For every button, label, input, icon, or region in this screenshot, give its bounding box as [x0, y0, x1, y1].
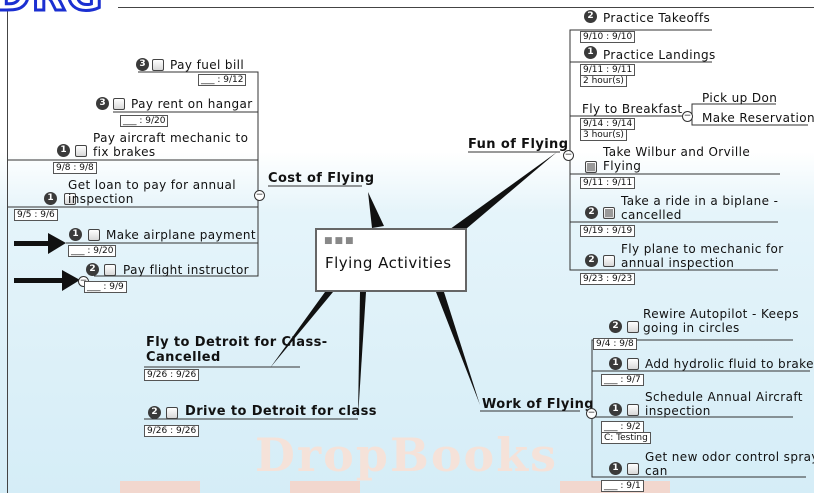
priority-2-icon: 2	[86, 263, 99, 276]
task-pay-aircraft-mechanic[interactable]: Pay aircraft mechanic to	[93, 131, 249, 145]
topic-dots-icon: ■■■	[324, 236, 356, 246]
branch-cost-of-flying[interactable]: Cost of Flying	[268, 171, 375, 186]
topic-fly-to-detroit[interactable]: Fly to Detroit for Class-	[146, 335, 328, 350]
background-gradient	[0, 152, 814, 493]
priority-3-icon: 3	[96, 97, 109, 110]
task-checkbox[interactable]	[603, 207, 615, 219]
task-dates: ___ : 9/9	[84, 281, 127, 293]
task-duration: 3 hour(s)	[580, 129, 627, 141]
priority-2-icon: 2	[609, 320, 622, 333]
task-dates: ___ : 9/7	[601, 374, 644, 386]
task-dates: 9/23 : 9/23	[580, 273, 636, 285]
priority-1-icon: 1	[584, 46, 597, 59]
task-checkbox[interactable]	[585, 161, 597, 173]
task-get-odor-spray-line2: can	[645, 464, 668, 478]
task-dates: ___ : 9/20	[120, 115, 169, 127]
branch-work-of-flying[interactable]: Work of Flying	[482, 397, 594, 412]
task-checkbox[interactable]	[104, 264, 116, 276]
task-dates: ___ : 9/20	[68, 245, 117, 257]
task-rewire-autopilot[interactable]: Rewire Autopilot - Keeps	[643, 307, 799, 321]
central-topic[interactable]: ■■■ Flying Activities	[315, 228, 467, 292]
task-dates: 9/26 : 9/26	[144, 369, 200, 381]
watermark: DropBooks	[255, 428, 558, 482]
logo: DRG	[0, 0, 104, 19]
task-get-loan-line2: inspection	[68, 192, 134, 206]
task-practice-takeoffs[interactable]: Practice Takeoffs	[603, 11, 711, 25]
task-dates: 9/4 : 9/8	[593, 338, 637, 350]
task-pay-rent-on-hangar[interactable]: Pay rent on hangar	[131, 97, 253, 111]
task-rewire-autopilot-line2: going in circles	[643, 321, 740, 335]
task-checkbox[interactable]	[627, 404, 639, 416]
task-dates: 9/8 : 9/8	[53, 162, 97, 174]
task-pay-fuel-bill[interactable]: Pay fuel bill	[170, 58, 245, 72]
subtask-make-reservations[interactable]: Make Reservations	[702, 111, 814, 125]
priority-2-icon: 2	[584, 10, 597, 23]
priority-2-icon: 2	[585, 254, 598, 267]
task-fly-to-breakfast[interactable]: Fly to Breakfast	[582, 102, 683, 116]
task-ride-in-biplane[interactable]: Take a ride in a biplane -	[621, 194, 779, 208]
task-dates: ___ : 9/12	[198, 74, 247, 86]
priority-1-icon: 1	[609, 462, 622, 475]
task-resource: C: Testing	[601, 432, 651, 444]
task-checkbox[interactable]	[627, 321, 639, 333]
task-checkbox[interactable]	[113, 98, 125, 110]
priority-1-icon: 1	[57, 144, 70, 157]
task-take-wilbur-and-orville[interactable]: Take Wilbur and Orville	[603, 145, 751, 159]
task-pay-aircraft-mechanic-line2: fix brakes	[93, 145, 156, 159]
task-take-wilbur-line2: Flying	[603, 159, 642, 173]
task-dates: 9/11 : 9/11	[580, 177, 636, 189]
branch-fun-of-flying[interactable]: Fun of Flying	[468, 137, 569, 152]
task-checkbox[interactable]	[166, 407, 178, 419]
task-ride-in-biplane-line2: cancelled	[621, 208, 682, 222]
subtask-pick-up-don[interactable]: Pick up Don	[702, 91, 778, 105]
frame-border	[118, 7, 814, 8]
task-checkbox[interactable]	[603, 255, 615, 267]
task-pay-flight-instructor[interactable]: Pay flight instructor	[123, 263, 250, 277]
task-dates: 9/5 : 9/6	[14, 209, 58, 221]
task-checkbox[interactable]	[627, 463, 639, 475]
priority-1-icon: 1	[44, 192, 57, 205]
task-schedule-annual-line2: inspection	[645, 404, 711, 418]
collapse-toggle-icon[interactable]: −	[682, 111, 693, 122]
task-dates: ___ : 9/1	[601, 480, 644, 492]
task-get-odor-spray[interactable]: Get new odor control spray	[645, 450, 814, 464]
task-fly-plane-line2: annual inspection	[621, 256, 735, 270]
frame-border	[7, 7, 8, 493]
collapse-toggle-icon[interactable]: −	[563, 150, 574, 161]
task-duration: 2 hour(s)	[580, 75, 627, 87]
task-dates: 9/26 : 9/26	[144, 425, 200, 437]
priority-2-icon: 2	[585, 206, 598, 219]
task-dates: 9/10 : 9/10	[580, 31, 636, 43]
topic-drive-to-detroit[interactable]: Drive to Detroit for class	[185, 404, 377, 419]
task-schedule-annual[interactable]: Schedule Annual Aircraft	[645, 390, 803, 404]
task-get-loan[interactable]: Get loan to pay for annual	[68, 178, 236, 192]
task-checkbox[interactable]	[75, 145, 87, 157]
priority-2-icon: 2	[148, 406, 161, 419]
task-fly-plane-to-mechanic[interactable]: Fly plane to mechanic for	[621, 242, 784, 256]
watermark-bar	[290, 481, 360, 493]
priority-1-icon: 1	[609, 403, 622, 416]
task-practice-landings[interactable]: Practice Landings	[603, 48, 716, 62]
central-topic-label: Flying Activities	[325, 254, 452, 272]
task-checkbox[interactable]	[64, 193, 76, 205]
task-make-airplane-payment[interactable]: Make airplane payment	[106, 228, 257, 242]
task-checkbox[interactable]	[88, 229, 100, 241]
task-checkbox[interactable]	[152, 59, 164, 71]
collapse-toggle-icon[interactable]: −	[586, 408, 597, 419]
priority-3-icon: 3	[136, 58, 149, 71]
priority-1-icon: 1	[69, 228, 82, 241]
task-checkbox[interactable]	[627, 358, 639, 370]
topic-fly-to-detroit-line2: Cancelled	[146, 350, 221, 365]
collapse-toggle-icon[interactable]: −	[254, 190, 265, 201]
priority-1-icon: 1	[609, 357, 622, 370]
watermark-bar	[120, 481, 200, 493]
task-add-hydrolic-fluid[interactable]: Add hydrolic fluid to brakes	[645, 357, 814, 371]
task-dates: 9/19 : 9/19	[580, 225, 636, 237]
